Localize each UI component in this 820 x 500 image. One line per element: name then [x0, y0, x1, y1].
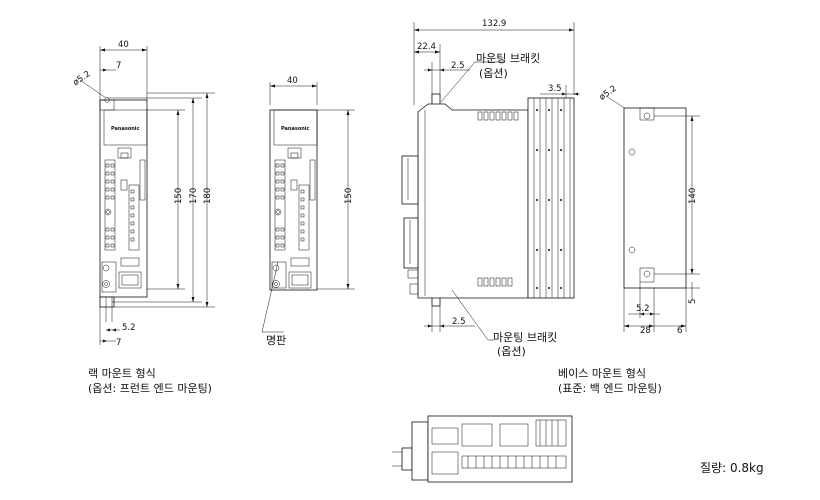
bracket-label-top-1: 마운팅 브래킷 [476, 52, 540, 65]
dim-150: 150 [174, 188, 184, 204]
rack-mount-caption-1: 랙 마운트 형식 [88, 367, 156, 380]
heatsink-dots [536, 109, 562, 289]
bottom-view [392, 415, 573, 483]
bracket-label-top-2: (옵션) [479, 67, 508, 80]
dim-7-bottom: 7 [116, 338, 121, 348]
dim-2-5-top: 2.5 [451, 61, 465, 71]
rack-mount-caption-2: (옵션: 프런트 엔드 마운팅) [88, 382, 212, 395]
vent-slots-top [477, 111, 519, 287]
dim-150-second: 150 [344, 188, 354, 204]
connector-pins-2 [275, 163, 305, 248]
dim-7-top: 7 [116, 61, 121, 71]
dim-180: 180 [203, 188, 213, 204]
front-view-nameplate: 40 Panasonic [261, 76, 355, 347]
bracket-label-bottom-2: (옵션) [497, 345, 526, 358]
dim-2-5-bottom: 2.5 [452, 317, 466, 327]
front-view-rack-mount: 40 ø5.2 7 Panasonic [71, 40, 215, 348]
dim-28: 28 [640, 326, 651, 336]
connector-pins-1 [105, 163, 135, 248]
dim-40-second: 40 [287, 76, 298, 86]
dim-140: 140 [688, 188, 698, 204]
nameplate-label: 명판 [266, 334, 286, 347]
dim-5: 5 [688, 299, 698, 304]
dim-132-9: 132.9 [482, 19, 506, 29]
dim-40: 40 [118, 40, 129, 50]
dim-3-5: 3.5 [548, 84, 562, 94]
weight-label: 질량: 0.8kg [700, 461, 764, 475]
dim-5-2-bottom: 5.2 [122, 323, 136, 333]
dim-170: 170 [189, 188, 199, 204]
bottom-view-details [431, 419, 567, 475]
base-view: ø5.2 140 5 5.2 28 6 [598, 84, 700, 336]
dim-base-5-2: 5.2 [636, 304, 650, 314]
dim-base-hole: ø5.2 [598, 84, 619, 103]
dim-hole-dia: ø5.2 [71, 69, 92, 88]
dim-6: 6 [677, 326, 682, 336]
side-view: 132.9 22.4 2.5 마운팅 브래킷 (옵션) 3.5 [401, 19, 580, 358]
bracket-label-bottom-1: 마운팅 브래킷 [493, 331, 557, 344]
dim-22-4: 22.4 [417, 42, 436, 52]
base-mount-caption-2: (표준: 백 엔드 마운팅) [558, 382, 662, 395]
heatsink-fins [533, 98, 571, 298]
brand-logo-1: Panasonic [111, 126, 140, 132]
brand-logo-2: Panasonic [281, 126, 310, 132]
base-mount-caption-1: 베이스 마운트 형식 [558, 367, 646, 380]
